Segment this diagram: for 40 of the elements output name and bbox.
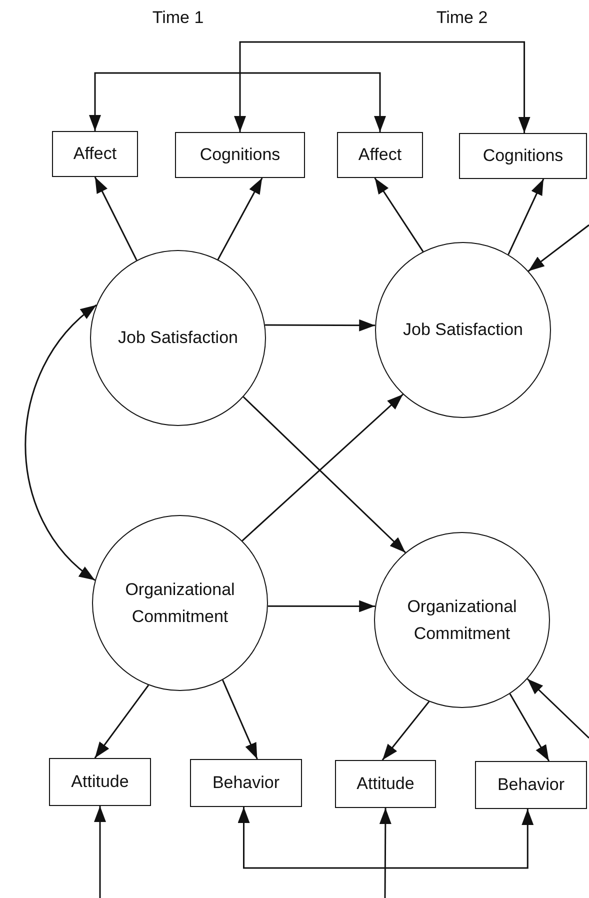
- indicator-box: [459, 133, 587, 179]
- arrow: [94, 684, 150, 758]
- node-label: Attitude: [356, 773, 414, 796]
- node-label: Organizational Commitment: [406, 596, 518, 645]
- time-label: Time 2: [436, 8, 488, 28]
- node-label: Organizational Commitment: [124, 578, 236, 628]
- arrow: [222, 680, 258, 760]
- arrow: [374, 178, 424, 252]
- indicator-box: [190, 759, 302, 807]
- node-label: Cognitions: [482, 145, 564, 168]
- arrow: [528, 224, 589, 272]
- arrow: [268, 600, 376, 612]
- node-label: Affect: [358, 144, 402, 166]
- arrow: [238, 807, 534, 869]
- node-label: Affect: [73, 143, 117, 166]
- indicator-box: [475, 761, 587, 809]
- time-label: Time 1: [152, 8, 204, 28]
- arrow: [508, 178, 544, 255]
- arrow: [94, 176, 138, 261]
- arrow: [509, 693, 550, 762]
- node-label: Job Satisfaction: [116, 327, 239, 350]
- arrow: [379, 808, 392, 898]
- node-label: Attitude: [71, 771, 129, 794]
- indicator-box: [49, 758, 151, 806]
- node-label: Job Satisfaction: [402, 319, 524, 342]
- arrow: [265, 319, 376, 332]
- arrow: [526, 678, 589, 739]
- arrow: [382, 701, 430, 760]
- indicator-box: [335, 760, 436, 808]
- node-label: Cognitions: [200, 144, 280, 166]
- node-label: Behavior: [212, 772, 280, 794]
- arrow: [94, 806, 106, 898]
- indicator-box: [337, 132, 423, 178]
- indicator-box: [52, 131, 138, 177]
- node-label: Behavior: [497, 774, 565, 796]
- arrow: [89, 72, 386, 132]
- arrow: [24, 304, 97, 581]
- arrow: [234, 41, 530, 133]
- arrow: [217, 178, 263, 260]
- indicator-box: [175, 132, 305, 178]
